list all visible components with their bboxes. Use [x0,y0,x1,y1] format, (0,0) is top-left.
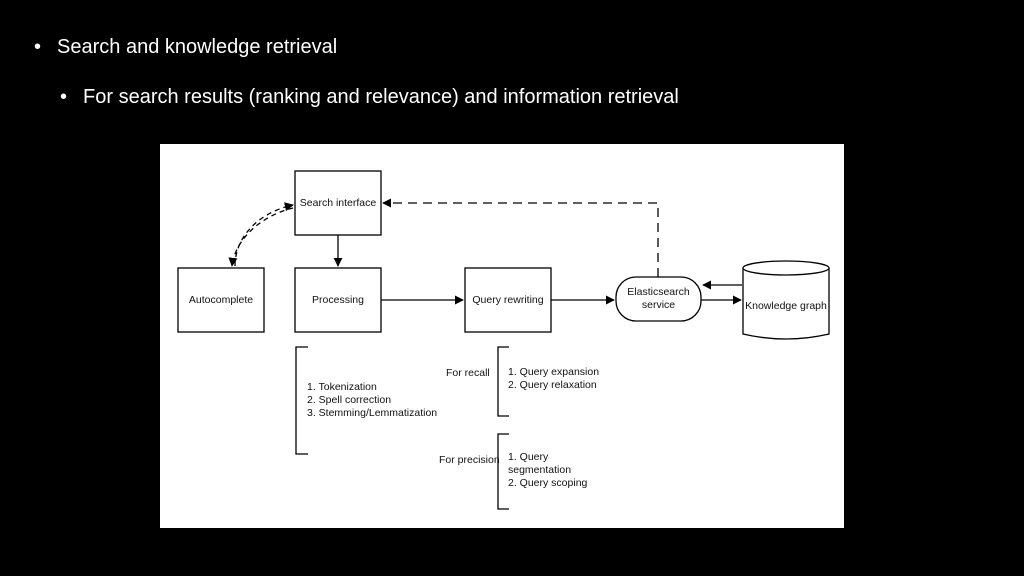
diagram-canvas [177,170,830,510]
precision-label: For precision [439,454,500,466]
dashed-arrow-interface-to-autocomplete [228,207,294,267]
autocomplete-box [177,267,265,333]
dashed-arrow-autocomplete-to-interface [234,202,294,267]
bullet-dot: • [34,36,42,58]
bullet-search-results: • For search results (ranking and releva… [60,86,679,109]
search-interface-label: Search interface [299,196,377,209]
search-interface-box [294,170,382,236]
recall-label: For recall [446,367,490,379]
elasticsearch-label: Elasticsearch service [627,286,690,311]
processing-box [294,267,382,333]
bullet-text: Search and knowledge retrieval [57,36,338,58]
recall-steps-text: 1. Query expansion 2. Query relaxation [508,366,600,391]
bullet-text: For search results (ranking and relevanc… [83,86,679,108]
processing-steps-bracket [295,346,308,455]
query-rewriting-label: Query rewriting [472,293,544,306]
autocomplete-label: Autocomplete [188,293,254,306]
precision-steps-text: 1. Query segmentation 2. Query scoping [508,451,588,489]
bullet-dot: • [60,86,68,108]
recall-bracket [497,346,509,417]
dashed-arrow-elasticsearch-to-interface [382,198,659,277]
precision-bracket [497,433,509,510]
knowledge-graph-cylinder [742,268,830,340]
architecture-diagram: Search interface Autocomplete Processing… [160,144,844,528]
knowledge-graph-cylinder-top [742,260,830,276]
processing-steps-text: 1. Tokenization 2. Spell correction 3. S… [307,381,438,419]
bullet-search-knowledge: • Search and knowledge retrieval [34,36,337,59]
processing-label: Processing [312,293,364,306]
knowledge-graph-label: Knowledge graph [745,299,827,312]
